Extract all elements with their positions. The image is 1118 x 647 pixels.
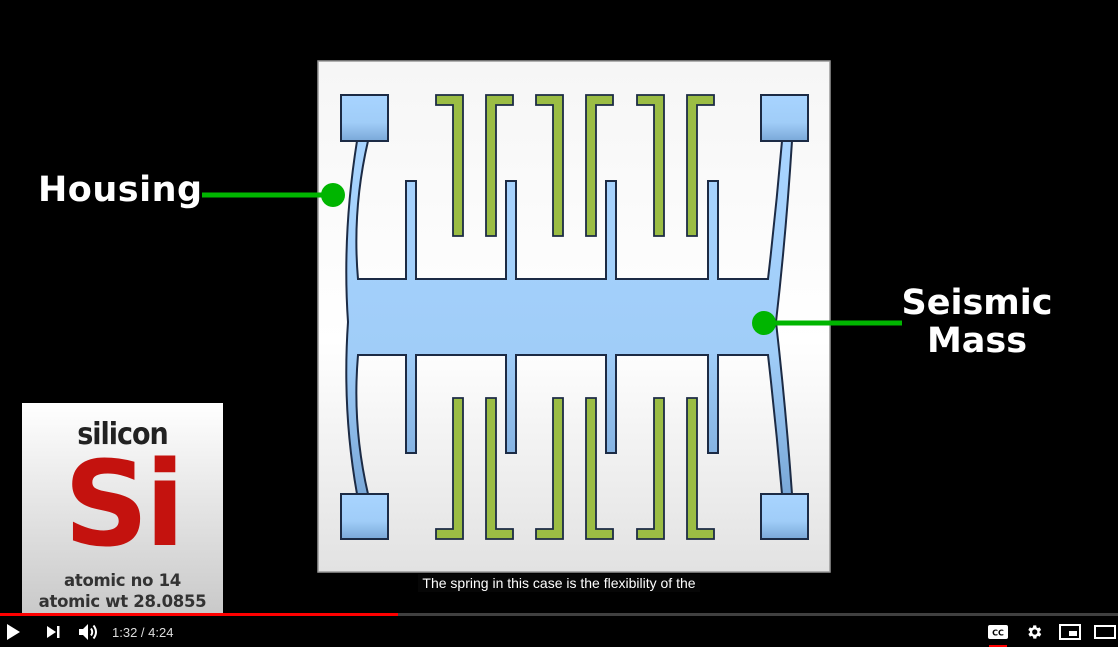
seismic-mass-label: Seismic Mass <box>882 284 1072 360</box>
settings-button[interactable] <box>1020 619 1048 645</box>
settings-icon <box>1028 625 1042 639</box>
anchor-pad-top-left <box>340 94 389 142</box>
subtitles-button[interactable]: CC <box>984 619 1012 645</box>
time-display: 1:32 / 4:24 <box>112 625 174 640</box>
seismic-mass-label-line2: Mass <box>926 321 1028 361</box>
volume-button[interactable] <box>75 619 103 645</box>
miniplayer-button[interactable] <box>1056 619 1084 645</box>
play-icon <box>7 624 20 640</box>
anchor-pad-top-right <box>760 94 809 142</box>
silicon-element-card: silicon Si atomic no 14 atomic wt 28.085… <box>22 403 223 614</box>
seismic-mass-label-line1: Seismic <box>901 283 1053 323</box>
element-symbol: Si <box>63 435 185 573</box>
next-icon <box>47 626 60 638</box>
seismic-mass <box>345 140 794 495</box>
element-atomic-number: atomic no 14 <box>64 571 181 590</box>
progress-played <box>0 613 398 616</box>
miniplayer-icon <box>1059 624 1081 640</box>
subtitle-caption: The spring in this case is the flexibili… <box>0 573 1118 592</box>
top-electrodes <box>435 94 715 237</box>
cc-label: CC <box>992 629 1004 638</box>
next-button[interactable] <box>40 619 66 645</box>
element-atomic-weight: atomic wt 28.0855 <box>38 592 207 611</box>
video-frame[interactable]: Housing Seismic Mass silicon Si atomic n… <box>0 0 1118 614</box>
volume-icon <box>79 624 97 640</box>
theater-icon <box>1094 625 1116 639</box>
element-name: silicon <box>77 417 169 452</box>
theater-mode-button[interactable] <box>1092 619 1118 645</box>
housing-pointer <box>202 183 345 207</box>
mems-accelerometer-diagram <box>202 60 902 573</box>
anchor-pad-bottom-right <box>760 493 809 540</box>
housing-label: Housing <box>38 170 203 210</box>
play-button[interactable] <box>0 619 26 645</box>
anchor-pads <box>340 94 809 540</box>
seismic-mass-pointer <box>752 311 902 335</box>
subtitle-text: The spring in this case is the flexibili… <box>418 574 700 592</box>
player-controls: 1:32 / 4:24 CC <box>0 616 1118 647</box>
progress-bar[interactable] <box>0 613 1118 616</box>
bottom-electrodes <box>435 397 715 540</box>
anchor-pad-bottom-left <box>340 493 389 540</box>
cc-icon: CC <box>988 625 1008 639</box>
cc-active-indicator <box>989 645 1007 647</box>
